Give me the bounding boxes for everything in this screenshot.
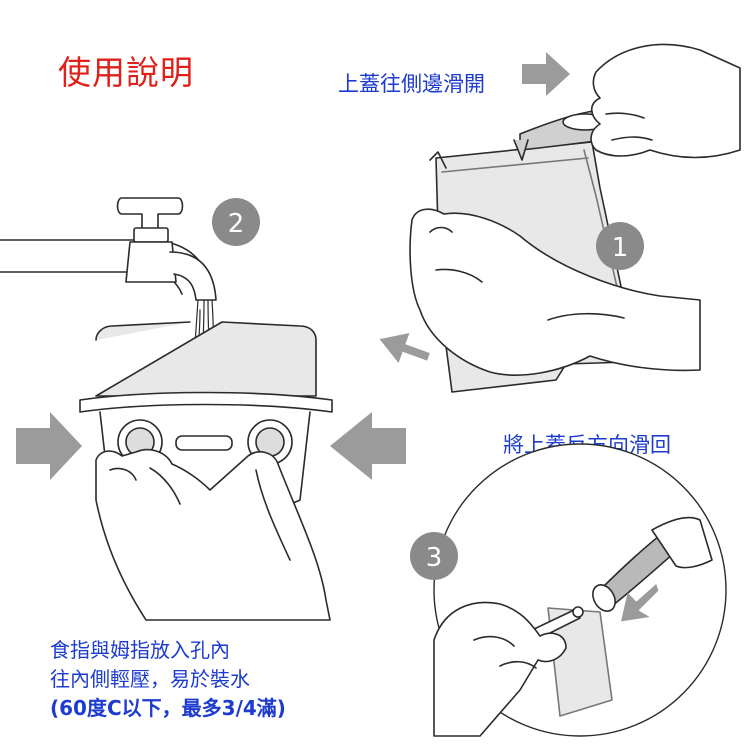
step1-badge: 1 bbox=[596, 222, 644, 270]
faucet-handle bbox=[116, 197, 184, 233]
note-line1: 食指與姆指放入孔內 bbox=[50, 638, 230, 662]
step1-instruction: 上蓋往側邊滑開 bbox=[338, 72, 485, 96]
step3-arrow bbox=[621, 584, 659, 622]
step2-badge: 2 bbox=[212, 198, 260, 246]
step1-illustration bbox=[409, 43, 741, 393]
step2-number: 2 bbox=[228, 209, 245, 239]
step2-illustration bbox=[0, 197, 333, 621]
step3-illustration bbox=[433, 443, 727, 737]
page-title: 使用說明 bbox=[58, 53, 194, 92]
step3-badge: 3 bbox=[410, 532, 458, 580]
note-line3: (60度C以下，最多3/4滿) bbox=[50, 696, 286, 720]
step1-arrow bbox=[522, 52, 570, 96]
step1-number: 1 bbox=[612, 233, 629, 263]
note-line2: 往內側輕壓，易於裝水 bbox=[50, 667, 250, 691]
step2-left-arrow bbox=[16, 412, 82, 480]
step2-bag bbox=[95, 321, 317, 397]
step1-right-hand bbox=[590, 43, 741, 159]
step3-hand bbox=[433, 601, 567, 737]
step2-rim bbox=[79, 391, 333, 413]
step2-instruction: 食指與姆指放入孔內 往內側輕壓，易於裝水 (60度C以下，最多3/4滿) bbox=[50, 636, 380, 723]
step1-pull-arrow bbox=[379, 332, 430, 364]
step2-right-arrow bbox=[330, 412, 406, 480]
step3-number: 3 bbox=[426, 543, 443, 573]
step2-hand bbox=[95, 448, 331, 621]
step1-left-hand bbox=[409, 208, 701, 376]
